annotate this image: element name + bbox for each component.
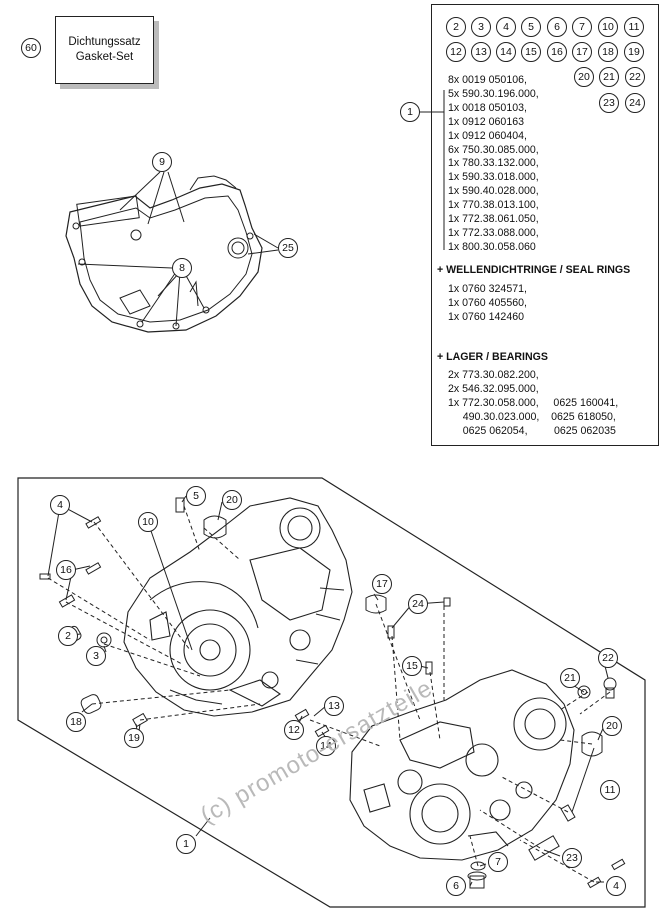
gasket-inner-outline bbox=[79, 195, 253, 323]
callout-panel-1[interactable]: 1 bbox=[400, 102, 420, 122]
main-list-line: 1x 770.38.013.100, bbox=[448, 199, 539, 212]
callout-cc-20[interactable]: 20 bbox=[602, 716, 622, 736]
main-list-line: 1x 772.38.061.050, bbox=[448, 213, 539, 225]
gasket-top-edge bbox=[189, 175, 237, 191]
bearing-list-line: 490.30.023.000, 0625 618050, bbox=[448, 410, 616, 423]
main-list-line: 6x 750.30.085.000, bbox=[448, 143, 539, 156]
panel-bubble-15[interactable]: 15 bbox=[521, 42, 541, 62]
callout-8[interactable]: 8 bbox=[172, 258, 192, 278]
bearing-list-line: 1x 772.30.058.000, 0625 160041, bbox=[448, 396, 619, 409]
panel-bubble-7[interactable]: 7 bbox=[572, 17, 592, 37]
gasket-ring-inner bbox=[231, 241, 245, 255]
bearings-heading: + LAGER / BEARINGS bbox=[437, 351, 548, 363]
panel-bubble-20[interactable]: 20 bbox=[574, 67, 594, 87]
callout-cc-7[interactable]: 7 bbox=[488, 852, 508, 872]
panel-bubble-21[interactable]: 21 bbox=[599, 67, 619, 87]
bearing-list-line: 0625 062054, 0625 062035 bbox=[448, 424, 616, 437]
callout-cc-10[interactable]: 10 bbox=[138, 512, 158, 532]
main-list-line: 1x 800.30.058.060 bbox=[448, 240, 536, 253]
main-list-line: 1x 590.33.018.000, bbox=[448, 171, 539, 184]
gasket-kit-label-en: Gasket-Set bbox=[75, 51, 134, 63]
callout-cc-20[interactable]: 20 bbox=[222, 490, 242, 510]
panel-bubble-13[interactable]: 13 bbox=[471, 42, 491, 62]
callout-cc-3[interactable]: 3 bbox=[86, 646, 106, 666]
panel-bubble-22[interactable]: 22 bbox=[625, 67, 645, 87]
small-parts bbox=[39, 497, 626, 889]
right-crankcase-half bbox=[349, 669, 575, 861]
panel-bubble-6[interactable]: 6 bbox=[547, 17, 567, 37]
crankcase-leaders bbox=[47, 495, 611, 887]
parts-list-panel bbox=[431, 4, 659, 446]
panel-bubble-24[interactable]: 24 bbox=[625, 93, 645, 113]
callout-cc-23[interactable]: 23 bbox=[562, 848, 582, 868]
callout-cc-13[interactable]: 13 bbox=[324, 696, 344, 716]
panel-bubble-10[interactable]: 10 bbox=[598, 17, 618, 37]
callout-25[interactable]: 25 bbox=[278, 238, 298, 258]
bearing-list-line: 2x 546.32.095.000, bbox=[448, 382, 539, 395]
main-list-line: 1x 772.33.088.000, bbox=[448, 226, 539, 239]
crankcase-frame bbox=[17, 477, 646, 908]
main-list-line: 5x 590.30.196.000, bbox=[448, 87, 539, 100]
gasket-kit-box: Dichtungssatz Gasket-Set bbox=[55, 16, 154, 84]
bearing-list-line: 2x 773.30.082.200, bbox=[448, 369, 539, 381]
gasket-ring bbox=[227, 237, 249, 259]
seal-rings-heading: + WELLENDICHTRINGE / SEAL RINGS bbox=[437, 264, 631, 276]
panel-bubble-3[interactable]: 3 bbox=[471, 17, 491, 37]
main-list-line: 8x 0019 050106, bbox=[448, 74, 527, 86]
gasket-hole bbox=[130, 229, 142, 241]
callout-cc-16[interactable]: 16 bbox=[56, 560, 76, 580]
callout-cc-4[interactable]: 4 bbox=[606, 876, 626, 896]
callout-cc-15[interactable]: 15 bbox=[402, 656, 422, 676]
callout-cc-24[interactable]: 24 bbox=[408, 594, 428, 614]
callout-cc-17[interactable]: 17 bbox=[372, 574, 392, 594]
panel-bubble-2[interactable]: 2 bbox=[446, 17, 466, 37]
panel-bubble-16[interactable]: 16 bbox=[547, 42, 567, 62]
callout-cc-21[interactable]: 21 bbox=[560, 668, 580, 688]
panel-bubble-5[interactable]: 5 bbox=[521, 17, 541, 37]
left-crankcase-half bbox=[123, 497, 353, 717]
gasket-tab bbox=[76, 195, 140, 227]
panel-bubble-19[interactable]: 19 bbox=[624, 42, 644, 62]
panel-bubble-23[interactable]: 23 bbox=[599, 93, 619, 113]
main-list-line: 1x 780.33.132.000, bbox=[448, 157, 539, 170]
callout-cc-1[interactable]: 1 bbox=[176, 834, 196, 854]
gasket-kit-label-de: Dichtungssatz bbox=[68, 36, 141, 48]
callout-cc-18[interactable]: 18 bbox=[66, 712, 86, 732]
callout-cc-5[interactable]: 5 bbox=[186, 486, 206, 506]
callout-cc-14[interactable]: 14 bbox=[316, 736, 336, 756]
panel-bubble-18[interactable]: 18 bbox=[598, 42, 618, 62]
panel-bubble-14[interactable]: 14 bbox=[496, 42, 516, 62]
callout-9[interactable]: 9 bbox=[152, 152, 172, 172]
crankcase-gasket-outline bbox=[65, 183, 263, 333]
seal-list-line: 1x 0760 324571, bbox=[448, 283, 527, 295]
callout-cc-12[interactable]: 12 bbox=[284, 720, 304, 740]
callout-cc-19[interactable]: 19 bbox=[124, 728, 144, 748]
callout-cc-4[interactable]: 4 bbox=[50, 495, 70, 515]
main-list-line: 1x 0018 050103, bbox=[448, 101, 527, 114]
panel-bubble-17[interactable]: 17 bbox=[572, 42, 592, 62]
main-list-line: 1x 0912 060404, bbox=[448, 129, 527, 142]
callout-cc-6[interactable]: 6 bbox=[446, 876, 466, 896]
panel-bubble-12[interactable]: 12 bbox=[446, 42, 466, 62]
main-list-line: 1x 0912 060163 bbox=[448, 115, 524, 128]
seal-list-line: 1x 0760 142460 bbox=[448, 310, 524, 323]
gasket-cutout bbox=[119, 289, 151, 315]
main-list-line: 1x 590.40.028.000, bbox=[448, 185, 539, 198]
panel-bubble-11[interactable]: 11 bbox=[624, 17, 644, 37]
callout-cc-11[interactable]: 11 bbox=[600, 780, 620, 800]
callout-cc-22[interactable]: 22 bbox=[598, 648, 618, 668]
panel-bubble-4[interactable]: 4 bbox=[496, 17, 516, 37]
callout-60[interactable]: 60 bbox=[21, 38, 41, 58]
callout-cc-2[interactable]: 2 bbox=[58, 626, 78, 646]
seal-list-line: 1x 0760 405560, bbox=[448, 296, 527, 309]
